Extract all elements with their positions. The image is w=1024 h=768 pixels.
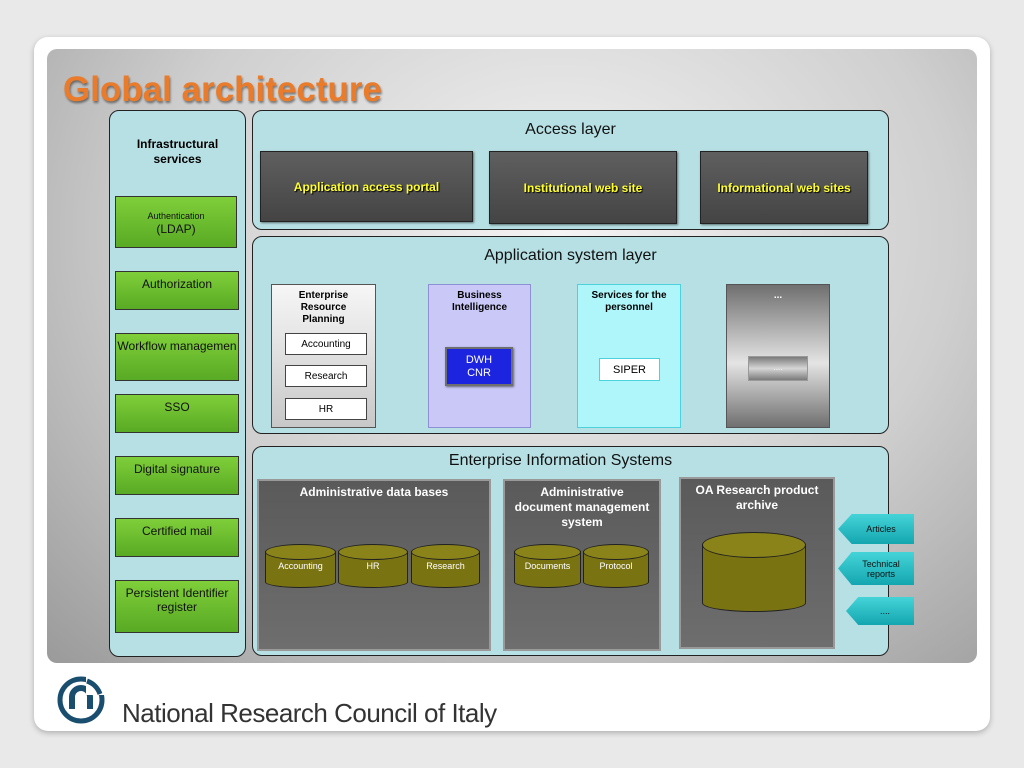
administrative-databases-title: Administrative data bases — [299, 485, 449, 499]
dwh-cnr-box[interactable]: DWH CNR — [445, 347, 513, 386]
authentication-ldap-label: (LDAP) — [156, 222, 196, 236]
persistent-identifier-service[interactable]: Persistent Identifier register — [115, 580, 239, 633]
oa-archive-title: OA Research product archive — [695, 483, 819, 512]
administrative-document-system-title: Administrative document management syste… — [514, 485, 650, 529]
authorization-service[interactable]: Authorization — [115, 271, 239, 310]
digital-signature-service[interactable]: Digital signature — [115, 456, 239, 495]
slide-title: Global architecture — [63, 70, 382, 109]
cnr-logo-icon — [57, 675, 106, 724]
more-arrow[interactable]: .... — [846, 597, 914, 625]
informational-web-sites[interactable]: Informational web sites — [700, 151, 868, 224]
articles-arrow[interactable]: Articles — [838, 514, 914, 544]
db-cylinder-accounting[interactable]: Accounting — [265, 544, 336, 588]
business-intelligence-title: Business Intelligence — [451, 290, 507, 313]
enterprise-information-systems-title: Enterprise Information Systems — [448, 452, 673, 469]
application-access-portal[interactable]: Application access portal — [260, 151, 473, 222]
institutional-web-site[interactable]: Institutional web site — [489, 151, 677, 224]
db-cylinder-protocol-label: Protocol — [599, 561, 633, 571]
db-cylinder-accounting-label: Accounting — [278, 561, 323, 571]
access-layer-title: Access layer — [525, 121, 616, 138]
db-cylinder-documents[interactable]: Documents — [514, 544, 581, 588]
db-cylinder-documents-label: Documents — [524, 561, 571, 571]
organization-name: National Research Council of Italy — [122, 698, 497, 728]
personnel-services-title: Services for the personnel — [591, 290, 667, 313]
db-cylinder-research[interactable]: Research — [411, 544, 480, 588]
infrastructural-services-panel — [109, 110, 246, 657]
application-system-layer-title: Application system layer — [484, 247, 657, 264]
db-cylinder-research-label: Research — [426, 561, 465, 571]
workflow-service[interactable]: Workflow managemen — [115, 333, 239, 381]
erp-title: Enterprise Resource Planning — [298, 290, 349, 325]
personnel-services-column: Services for the personnel — [577, 284, 681, 428]
oa-archive-cylinder[interactable] — [702, 532, 806, 612]
sso-service[interactable]: SSO — [115, 394, 239, 433]
authentication-small-label: Authentication — [147, 211, 205, 221]
erp-hr[interactable]: HR — [285, 398, 367, 420]
db-cylinder-hr[interactable]: HR — [338, 544, 408, 588]
erp-accounting[interactable]: Accounting — [285, 333, 367, 355]
db-cylinder-protocol[interactable]: Protocol — [583, 544, 649, 588]
other-services-title: ... — [773, 290, 783, 301]
db-cylinder-hr-label: HR — [366, 561, 380, 571]
authentication-service[interactable]: Authentication (LDAP) — [115, 196, 237, 248]
siper-box[interactable]: SIPER — [599, 358, 660, 381]
administrative-document-system-panel: Administrative document management syste… — [503, 479, 661, 651]
certified-mail-service[interactable]: Certified mail — [115, 518, 239, 557]
technical-reports-arrow[interactable]: Technical reports — [838, 552, 914, 585]
infrastructural-services-title: Infrastructural services — [136, 137, 219, 166]
erp-research[interactable]: Research — [285, 365, 367, 387]
other-services-box[interactable]: .... — [748, 356, 808, 381]
